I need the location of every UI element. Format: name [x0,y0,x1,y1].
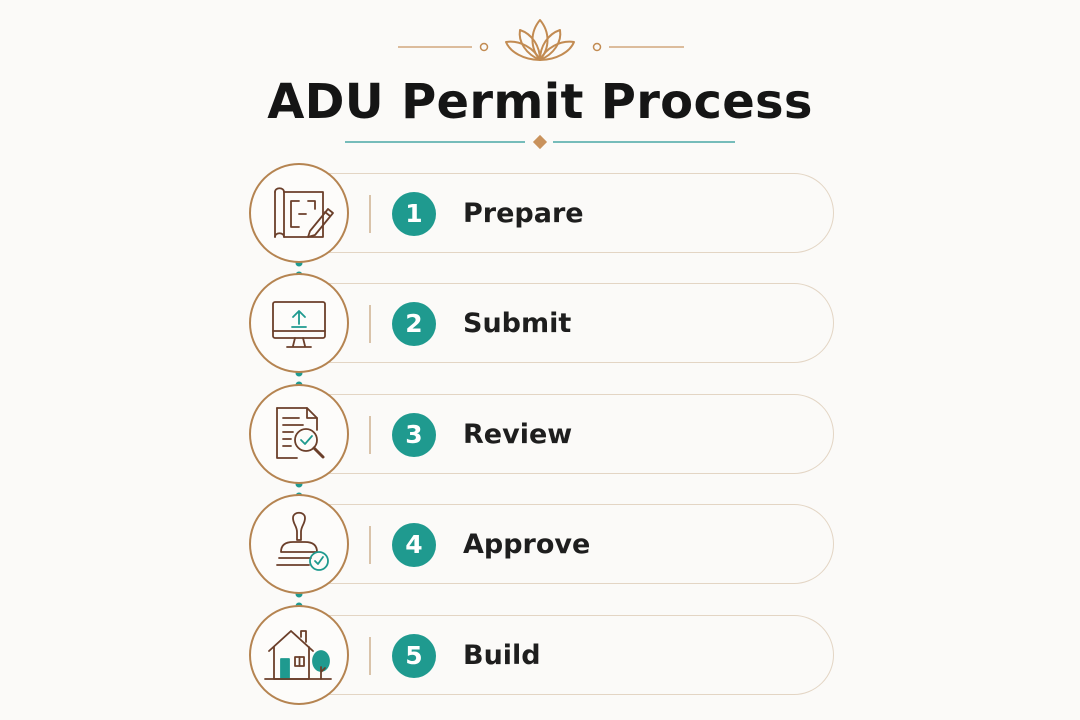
step-icon-circle [249,273,349,373]
step-number-badge: 5 [392,634,436,678]
step-label: Approve [463,529,591,560]
step-icon-circle [249,163,349,263]
step-icon-circle [249,384,349,484]
step-divider [369,637,371,675]
step-divider [369,416,371,454]
step-number-badge: 2 [392,302,436,346]
step-card-build: 5 Build [286,615,834,695]
step-label: Review [463,419,573,450]
step-divider [369,526,371,564]
step-divider [369,305,371,343]
ornament-dot-right [592,42,602,52]
step-divider [369,195,371,233]
diamond-icon [532,134,548,150]
step-icon-circle [249,605,349,705]
step-label: Submit [463,308,572,339]
step-number-badge: 3 [392,413,436,457]
lotus-icon [505,19,575,61]
step-label: Prepare [463,198,584,229]
step-number-badge: 4 [392,523,436,567]
house-tree-icon [264,630,332,680]
stamp-check-icon [276,511,329,571]
header-ornament [345,19,735,150]
step-card-approve: 4 Approve [286,504,834,584]
step-icon-circle [249,494,349,594]
step-card-review: 3 Review [286,394,834,474]
blueprint-pencil-icon [274,187,334,238]
step-label: Build [463,640,541,671]
ornament-dot-left [479,42,489,52]
monitor-upload-icon [272,301,326,348]
step-card-submit: 2 Submit [286,283,834,363]
step-number-badge: 1 [392,192,436,236]
page-title: ADU Permit Process [267,74,813,130]
document-magnifier-icon [276,407,325,459]
step-card-prepare: 1 Prepare [286,173,834,253]
